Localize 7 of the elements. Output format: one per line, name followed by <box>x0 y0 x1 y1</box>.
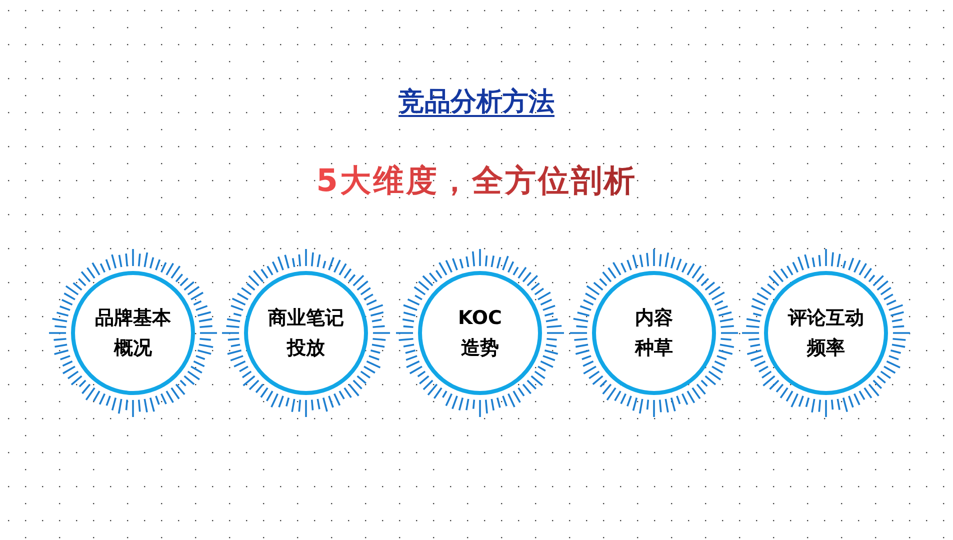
circle-node: 内容种草 <box>592 271 716 395</box>
circle-node: 评论互动频率 <box>764 271 888 395</box>
circle-node: 商业笔记投放 <box>244 271 368 395</box>
circle-node: KOC 造势 <box>418 271 542 395</box>
title: 竞品分析方法 <box>398 87 554 117</box>
circle-node: 品牌基本概况 <box>71 271 195 395</box>
subtitle: 5大维度，全方位剖析 <box>316 163 637 199</box>
